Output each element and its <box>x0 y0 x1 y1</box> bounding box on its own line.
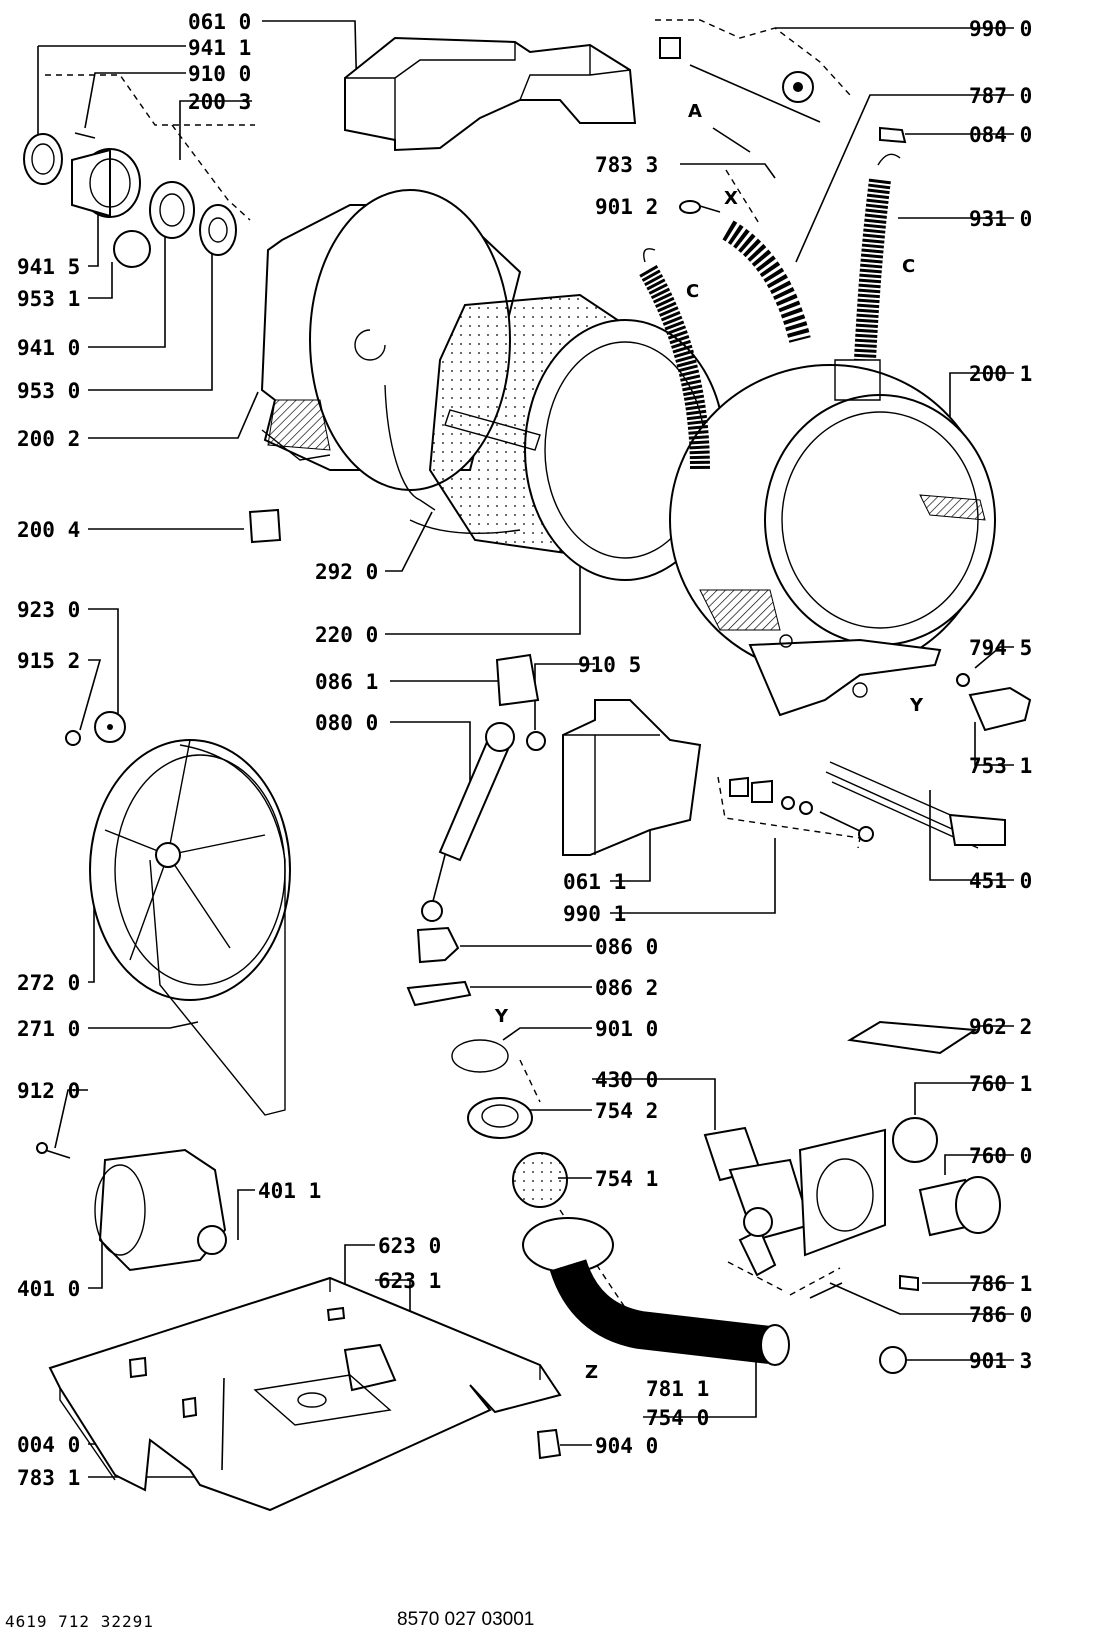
plug-7945 <box>956 673 970 687</box>
leader-lines <box>37 20 1014 1478</box>
letter-c-right: C <box>902 256 916 277</box>
label-2003: 200 3 <box>188 90 252 114</box>
label-7541: 754 1 <box>595 1167 659 1191</box>
label-0610: 061 0 <box>188 10 252 34</box>
label-9900: 990 0 <box>969 17 1033 41</box>
pad-9622 <box>847 1020 978 1055</box>
label-0611: 061 1 <box>563 870 627 894</box>
label-9040: 904 0 <box>595 1434 659 1458</box>
label-4300: 430 0 <box>595 1068 659 1092</box>
label-4510: 451 0 <box>969 869 1033 893</box>
label-2200: 220 0 <box>315 623 379 647</box>
label-9013: 901 3 <box>969 1349 1033 1373</box>
label-0862: 086 2 <box>595 976 659 1000</box>
label-9410: 941 0 <box>17 336 81 360</box>
label-4011: 401 1 <box>258 1179 322 1203</box>
label-7601: 760 1 <box>969 1072 1033 1096</box>
label-2920: 292 0 <box>315 560 379 584</box>
letter-z: Z <box>585 1362 599 1383</box>
springs-hoses <box>639 37 907 471</box>
label-7833: 783 3 <box>595 153 659 177</box>
label-7870: 787 0 <box>969 84 1033 108</box>
label-7811: 781 1 <box>646 1377 710 1401</box>
label-0040: 004 0 <box>17 1433 81 1457</box>
label-6230: 623 0 <box>378 1234 442 1258</box>
letter-a: A <box>688 101 702 122</box>
label-9012: 901 2 <box>595 195 659 219</box>
shock-absorber <box>421 653 540 922</box>
letter-y-clamp: Y <box>495 1006 509 1027</box>
footer-left-code: 4619 712 32291 <box>5 1612 154 1631</box>
front-tub <box>669 359 996 717</box>
pump <box>703 1126 886 1277</box>
clamp-9010 <box>451 1039 509 1073</box>
label-7600: 760 0 <box>969 1144 1033 1168</box>
label-9010: 901 0 <box>595 1017 659 1041</box>
bracket-0860 <box>416 926 460 964</box>
label-7542: 754 2 <box>595 1099 659 1123</box>
label-0860: 086 0 <box>595 935 659 959</box>
seal-7542 <box>467 1097 533 1139</box>
ring-9105 <box>526 731 546 751</box>
valve-7861 <box>899 1274 919 1292</box>
sensor-7531 <box>968 686 1032 732</box>
label-9531: 953 1 <box>17 287 81 311</box>
heater <box>825 761 1006 849</box>
label-9411: 941 1 <box>188 36 252 60</box>
hardware-9901 <box>729 776 874 842</box>
letter-y-front: Y <box>910 695 924 716</box>
label-0861: 086 1 <box>315 670 379 694</box>
label-6231: 623 1 <box>378 1269 442 1293</box>
label-4010: 401 0 <box>17 1277 81 1301</box>
motor <box>36 1142 227 1272</box>
ring-7601 <box>892 1117 938 1163</box>
rod-7860 <box>809 1282 843 1299</box>
label-2001: 200 1 <box>969 362 1033 386</box>
hose <box>522 1217 790 1366</box>
counterweight-mid <box>562 699 702 856</box>
label-9152: 915 2 <box>17 649 81 673</box>
label-2720: 272 0 <box>17 971 81 995</box>
label-7540: 754 0 <box>646 1406 710 1430</box>
label-2004: 200 4 <box>17 518 81 542</box>
label-9622: 962 2 <box>969 1015 1033 1039</box>
bearing-assembly <box>23 132 237 268</box>
filter-7600 <box>918 1176 1001 1237</box>
base-frame <box>48 1276 562 1512</box>
letter-c-left: C <box>686 281 700 302</box>
label-9415: 941 5 <box>17 255 81 279</box>
clip-2004 <box>248 508 282 544</box>
label-2002: 200 2 <box>17 427 81 451</box>
foot-9040 <box>536 1428 562 1460</box>
label-2710: 271 0 <box>17 1017 81 1041</box>
label-7945: 794 5 <box>969 636 1033 660</box>
label-7861: 786 1 <box>969 1272 1033 1296</box>
label-9230: 923 0 <box>17 598 81 622</box>
clamp-9013 <box>879 1346 907 1374</box>
nut-9152 <box>65 730 81 746</box>
label-9120: 912 0 <box>17 1079 81 1103</box>
label-9901: 990 1 <box>563 902 627 926</box>
ball-7541 <box>512 1152 568 1208</box>
washer-9230 <box>94 711 126 743</box>
footer-right-code: 8570 027 03001 <box>397 1609 535 1630</box>
label-7831: 783 1 <box>17 1466 81 1490</box>
pulley-belt <box>89 739 291 1116</box>
label-9310: 931 0 <box>969 207 1033 231</box>
bracket-0862 <box>406 980 472 1007</box>
counterweight-top <box>344 36 637 152</box>
label-0840: 084 0 <box>969 123 1033 147</box>
label-9105: 910 5 <box>578 653 642 677</box>
label-9100: 910 0 <box>188 62 252 86</box>
label-0800: 080 0 <box>315 711 379 735</box>
letter-x: X <box>724 188 738 209</box>
label-7531: 753 1 <box>969 754 1033 778</box>
label-7860: 786 0 <box>969 1303 1033 1327</box>
label-9530: 953 0 <box>17 379 81 403</box>
